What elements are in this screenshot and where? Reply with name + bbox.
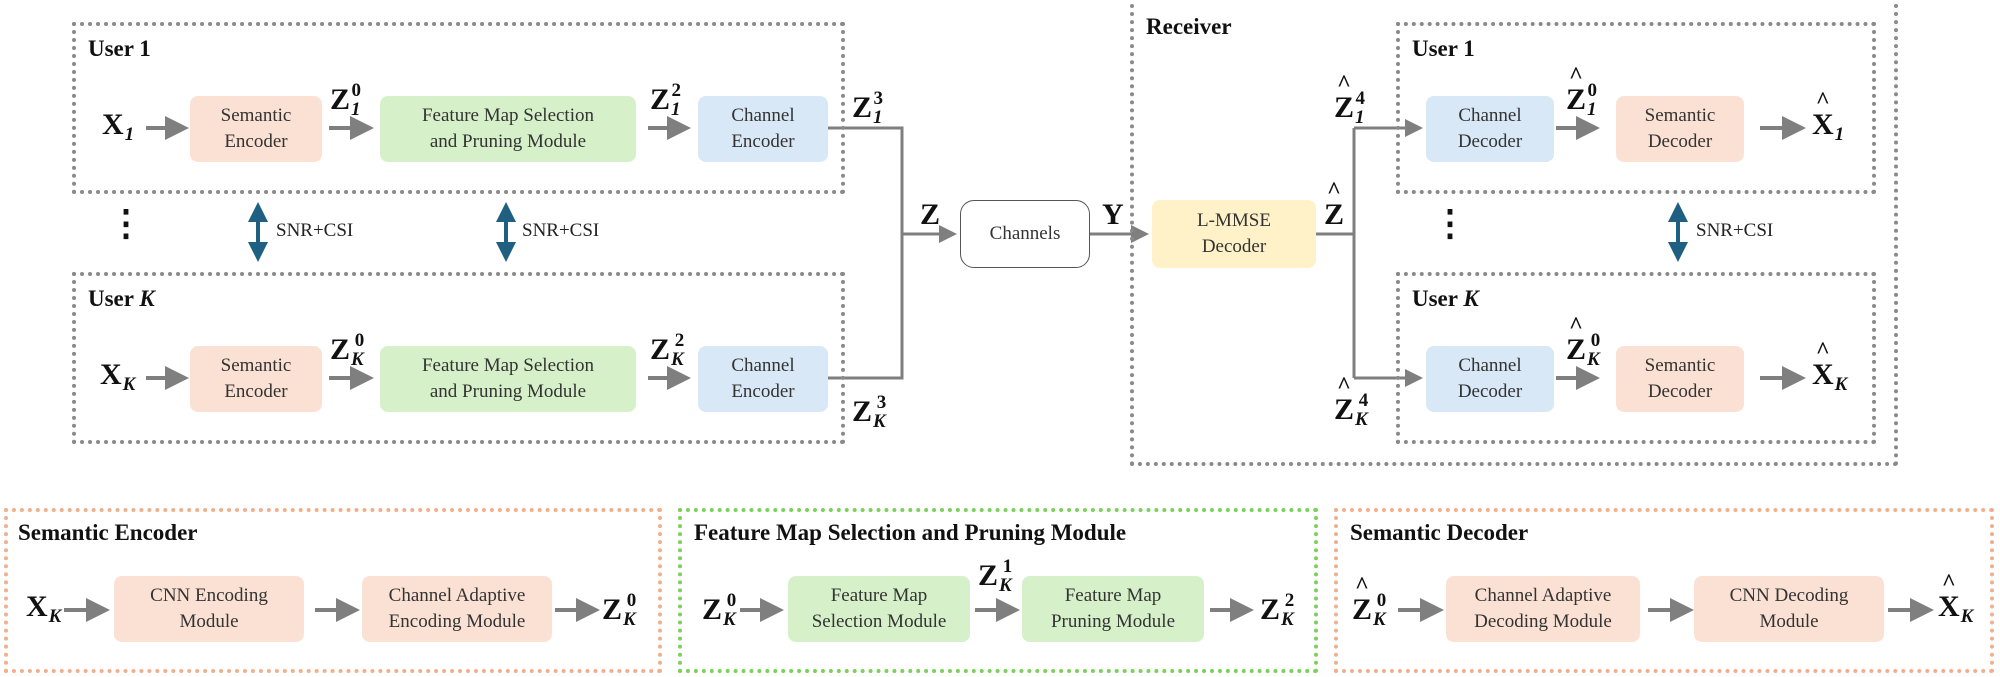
tx-user-k-frame <box>72 272 845 444</box>
detail-fmsp-output: ZK2 <box>1260 590 1295 630</box>
rx-user-1-channel-decoder: Channel Decoder <box>1426 96 1554 162</box>
cnn-encoding-module: CNN Encoding Module <box>114 576 304 642</box>
tx-user-1-title: User 1 <box>88 36 151 61</box>
rx-user-1-z4: Z14 <box>1334 71 1365 129</box>
receiver-zhat: Z <box>1324 178 1344 232</box>
tx-user-1-fmsp-module: Feature Map Selection and Pruning Module <box>380 96 636 162</box>
channel-output-y: Y <box>1102 198 1124 231</box>
feature-map-pruning-module: Feature Map Pruning Module <box>1022 576 1204 642</box>
lmmse-decoder-block: L-MMSE Decoder <box>1152 200 1316 268</box>
rx-user-k-frame <box>1396 272 1876 444</box>
tx-user-k-z3: ZK3 <box>852 392 887 432</box>
tx-user-1-z0: Z10 <box>330 80 362 120</box>
tx-user-k-channel-encoder: Channel Encoder <box>698 346 828 412</box>
detail-semantic-decoder-title: Semantic Decoder <box>1350 520 1529 545</box>
rx-user-1-output: X1 <box>1812 88 1844 146</box>
tx-user-k-fmsp-module: Feature Map Selection and Pruning Module <box>380 346 636 412</box>
detail-fmsp-mid: ZK1 <box>978 556 1013 596</box>
rx-snr-csi-label: SNR+CSI <box>1696 220 1774 241</box>
tx-user-1-z2: Z12 <box>650 80 682 120</box>
tx-snr-csi-label-1: SNR+CSI <box>276 220 354 241</box>
feature-map-selection-module: Feature Map Selection Module <box>788 576 970 642</box>
tx-user-k-z2: ZK2 <box>650 330 685 370</box>
rx-user-k-channel-decoder: Channel Decoder <box>1426 346 1554 412</box>
rx-user-1-frame <box>1396 22 1876 194</box>
rx-user-k-z0: ZK0 <box>1566 313 1600 371</box>
tx-user-1-channel-encoder: Channel Encoder <box>698 96 828 162</box>
detail-se-output: ZK0 <box>602 590 637 630</box>
channel-input-z: Z <box>920 198 941 231</box>
rx-user-k-semantic-decoder: Semantic Decoder <box>1616 346 1744 412</box>
receiver-title: Receiver <box>1146 14 1232 39</box>
channels-block: Channels <box>960 200 1090 268</box>
channel-adaptive-encoding-module: Channel Adaptive Encoding Module <box>362 576 552 642</box>
detail-semantic-encoder-frame <box>4 508 662 673</box>
cnn-decoding-module: CNN Decoding Module <box>1694 576 1884 642</box>
detail-fmsp-input: ZK0 <box>702 590 737 630</box>
tx-user-1-semantic-encoder: Semantic Encoder <box>190 96 322 162</box>
tx-user-k-input: XK <box>100 358 136 395</box>
rx-user-k-output: XK <box>1812 338 1847 396</box>
detail-sd-input: ZK0 <box>1352 573 1386 631</box>
detail-semantic-encoder-title: Semantic Encoder <box>18 520 198 545</box>
tx-user-k-title: User K <box>88 286 155 311</box>
rx-user-1-semantic-decoder: Semantic Decoder <box>1616 96 1744 162</box>
tx-user-k-z0: ZK0 <box>330 330 365 370</box>
tx-snr-csi-label-2: SNR+CSI <box>522 220 600 241</box>
detail-se-input: XK <box>26 590 62 627</box>
tx-user-1-frame <box>72 22 845 194</box>
detail-semantic-decoder-frame <box>1334 508 1994 673</box>
rx-user-1-z0: Z10 <box>1566 63 1597 121</box>
tx-ellipsis: ⋮ <box>108 203 144 243</box>
detail-sd-output: XK <box>1938 570 1973 628</box>
tx-user-1-z3: Z13 <box>852 88 884 128</box>
receiver-frame <box>1130 0 1898 466</box>
tx-user-k-semantic-encoder: Semantic Encoder <box>190 346 322 412</box>
tx-user-1-input: X1 <box>102 108 135 145</box>
rx-user-k-z4: ZK4 <box>1334 373 1368 431</box>
channel-adaptive-decoding-module: Channel Adaptive Decoding Module <box>1446 576 1640 642</box>
rx-user-1-title: User 1 <box>1412 36 1475 61</box>
detail-fmsp-title: Feature Map Selection and Pruning Module <box>694 520 1127 545</box>
rx-ellipsis: ⋮ <box>1432 203 1468 243</box>
detail-fmsp-frame <box>678 508 1318 673</box>
rx-user-k-title: User K <box>1412 286 1479 311</box>
